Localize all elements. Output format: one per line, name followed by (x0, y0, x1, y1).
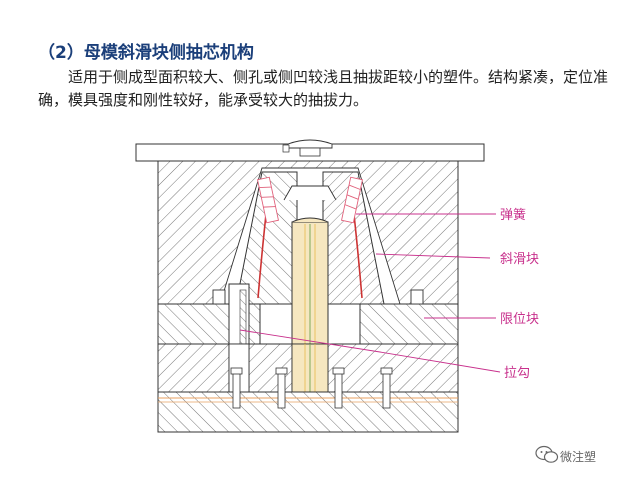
right-spring (341, 176, 363, 224)
leader-pull-hook (239, 329, 501, 373)
watermark-text: 微注塑 (560, 449, 596, 464)
left-spring (257, 176, 279, 224)
label-pull-hook: 拉勾 (504, 366, 530, 381)
label-spring: 弹簧 (500, 207, 526, 223)
leader-inclined-slider (375, 253, 491, 259)
bolt-core-right (332, 367, 345, 409)
slide-description: 适用于侧成型面积较大、侧孔或侧凹较浅且抽拔距较小的塑件。结构紧凑，定位准确，模具… (38, 68, 609, 109)
bolt-left (230, 367, 243, 409)
sprue-bushing (282, 139, 333, 157)
label-inclined-slider: 斜滑块 (500, 252, 539, 267)
label-limit-block: 限位块 (500, 312, 539, 327)
left-limit-block (212, 289, 226, 305)
cavity-top-profile (283, 185, 337, 201)
wechat-icon (535, 445, 559, 463)
bottom-plate (157, 391, 459, 433)
bolt-core-left (275, 367, 288, 409)
right-limit-plate (359, 303, 459, 345)
slide-title: （2）母模斜滑块侧抽芯机构 (38, 43, 254, 63)
bolt-right (380, 367, 393, 409)
right-limit-block (410, 289, 424, 305)
